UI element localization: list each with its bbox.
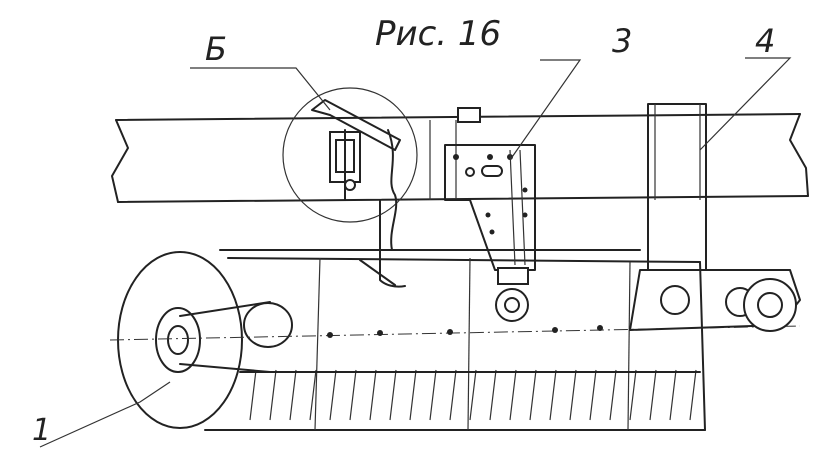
detail-b-circle	[282, 87, 418, 288]
frame-beam	[111, 107, 809, 203]
callout-1-label: 1	[32, 413, 51, 448]
bracket-3	[444, 144, 536, 322]
bracket-4	[629, 103, 801, 332]
drum	[109, 249, 801, 431]
callout-leaders	[39, 57, 792, 448]
callout-3-label: 3	[612, 22, 632, 60]
callout-b-label: Б	[205, 30, 227, 68]
figure-caption: Рис. 16	[375, 14, 501, 54]
callout-4-label: 4	[755, 22, 775, 60]
drum-hatching	[239, 369, 701, 421]
